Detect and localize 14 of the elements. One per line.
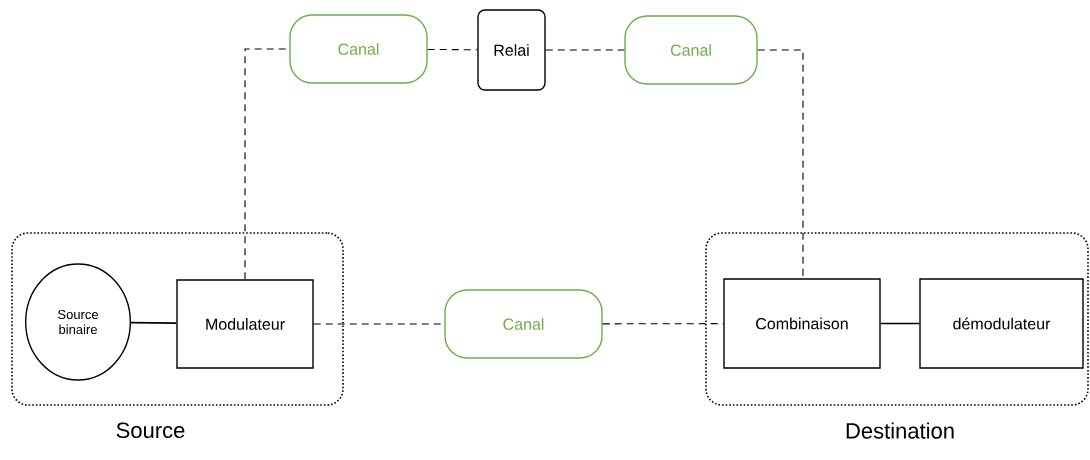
node-label: Source — [116, 422, 185, 439]
channel-pill: Canal — [289, 14, 428, 84]
process-box: démodulateur — [919, 278, 1084, 369]
channel-pill: Canal — [444, 289, 603, 359]
connector-line — [602, 323, 724, 325]
connector-line — [545, 49, 625, 51]
relay-box: Relai — [477, 9, 546, 91]
channel-pill: Canal — [624, 15, 758, 85]
connector-line — [427, 48, 478, 51]
connector-line — [879, 322, 921, 325]
process-box: Combinaison — [723, 278, 881, 369]
connector-line — [130, 321, 178, 324]
process-box: Modulateur — [176, 279, 314, 369]
node-label: Destination — [846, 422, 954, 439]
